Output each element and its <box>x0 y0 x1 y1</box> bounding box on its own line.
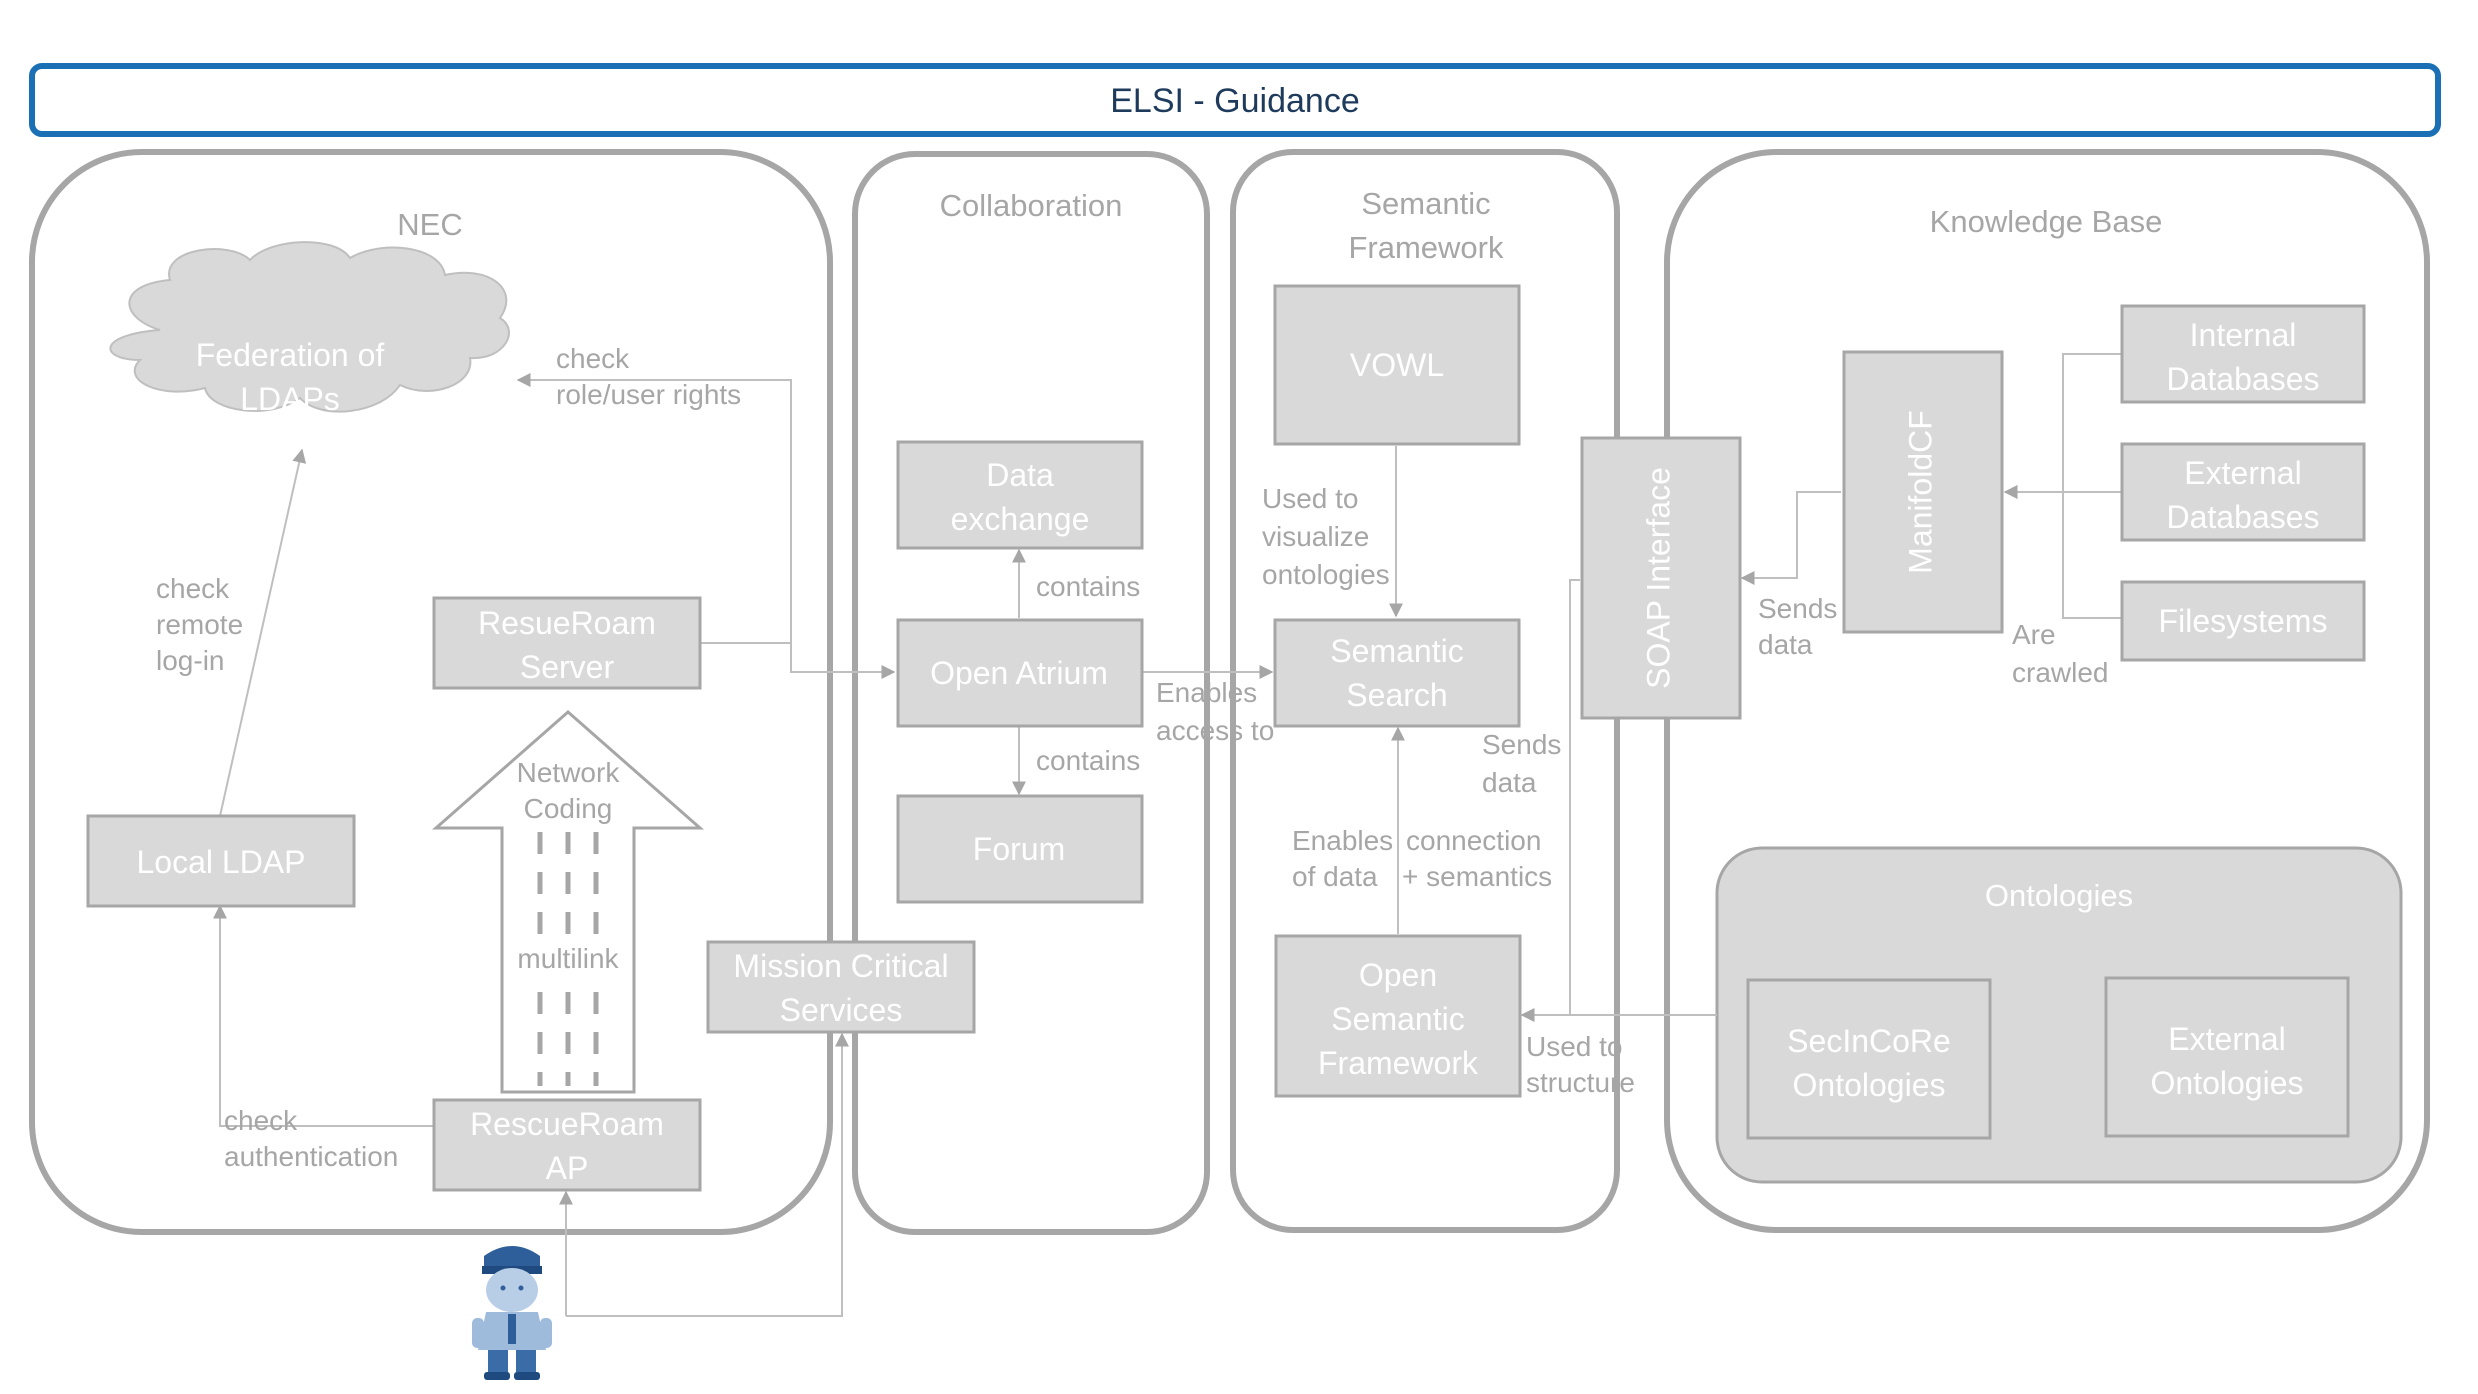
external-databases-node <box>2120 442 2366 542</box>
used-visualize-label-3: ontologies <box>1262 559 1390 590</box>
semantic-search-label-2: Search <box>1346 677 1447 713</box>
contains-label-1: contains <box>1036 571 1140 602</box>
semantic-framework-title-1: Semantic <box>1361 186 1490 221</box>
soap-interface-label: SOAP Interface <box>1640 467 1676 689</box>
sends-data-label-1: Sends <box>1482 729 1561 760</box>
external-ontologies-label-2: Ontologies <box>2151 1065 2304 1101</box>
external-ontologies-label-1: External <box>2168 1021 2285 1057</box>
edge-check-rights <box>516 373 792 672</box>
internal-databases-label-2: Databases <box>2167 361 2320 397</box>
data-exchange-node <box>896 440 1144 550</box>
sends-data-label-2: data <box>1482 767 1537 798</box>
forum-node <box>896 794 1144 904</box>
secincore-ontologies-label-1: SecInCoRe <box>1787 1023 1951 1059</box>
contains-label-2: contains <box>1036 745 1140 776</box>
mission-critical-node <box>706 940 976 1034</box>
network-coding-label-1: Network <box>517 757 621 788</box>
check-remote-label-3: log-in <box>156 645 224 676</box>
federation-label-1: Federation of <box>196 337 385 373</box>
check-remote-label-1: check <box>156 573 230 604</box>
semantic-framework-title-2: Framework <box>1348 230 1504 265</box>
edge-manifoldcf-to-soap <box>1740 491 1841 585</box>
federation-label-2: LDAPs <box>240 381 340 417</box>
are-crawled-label-2: crawled <box>2012 657 2108 688</box>
filesystems-node <box>2120 580 2366 662</box>
network-coding-arrow: Network Coding multilink <box>432 710 704 1094</box>
federation-of-ldaps-node: Federation of LDAPs <box>109 241 510 417</box>
sends-data-2-label-1: Sends <box>1758 593 1837 624</box>
edge-local-ldap-to-federation <box>219 448 307 817</box>
ontologies-title: Ontologies <box>1985 878 2133 913</box>
check-auth-label-1: check <box>224 1105 298 1136</box>
external-ontologies-node <box>2104 976 2350 1138</box>
open-semantic-framework-node <box>1274 934 1522 1098</box>
edge-ap-to-local-ldap <box>213 904 434 1127</box>
osf-label-3: Framework <box>1318 1045 1479 1081</box>
internal-databases-node <box>2120 304 2366 404</box>
rescueroam-ap-label-1: RescueRoam <box>470 1106 664 1142</box>
manifoldcf-label: ManifoldCF <box>1902 410 1938 574</box>
nec-group <box>29 149 833 1235</box>
used-structure-label-2: structure <box>1526 1067 1635 1098</box>
rescueroam-server-node <box>432 596 702 690</box>
rescueroam-ap-node <box>432 1098 702 1192</box>
check-auth-label-2: authentication <box>224 1141 398 1172</box>
external-databases-label-2: Databases <box>2167 499 2320 535</box>
rescueroam-server-label-2: Server <box>520 649 615 685</box>
check-remote-label-2: remote <box>156 609 243 640</box>
local-ldap-label: Local LDAP <box>137 844 306 880</box>
vowl-label: VOWL <box>1350 347 1444 383</box>
cloud-shape <box>109 241 510 413</box>
open-atrium-node <box>896 618 1144 728</box>
forum-label: Forum <box>973 831 1065 867</box>
mission-critical-label-2: Services <box>780 992 903 1028</box>
soap-interface-node <box>1580 436 1742 720</box>
knowledge-base-title: Knowledge Base <box>1930 204 2163 239</box>
enables-connection-left-1: Enables <box>1292 825 1393 856</box>
enables-access-label-2: access to <box>1156 715 1274 746</box>
enables-connection-left-2: of data <box>1292 861 1378 892</box>
mission-critical-label-1: Mission Critical <box>733 948 948 984</box>
osf-label-2: Semantic <box>1331 1001 1464 1037</box>
edge-soap-to-osf <box>1569 579 1580 1015</box>
secincore-ontologies-label-2: Ontologies <box>1793 1067 1946 1103</box>
open-atrium-label: Open Atrium <box>930 655 1108 691</box>
used-visualize-label-2: visualize <box>1262 521 1369 552</box>
sends-data-2-label-2: data <box>1758 629 1813 660</box>
data-exchange-label-2: exchange <box>951 501 1090 537</box>
check-rights-label-1: check <box>556 343 630 374</box>
filesystems-label: Filesystems <box>2159 603 2328 639</box>
secincore-ontologies-node <box>1746 978 1992 1140</box>
semantic-search-label-1: Semantic <box>1330 633 1463 669</box>
nec-title: NEC <box>397 207 462 242</box>
are-crawled-label-1: Are <box>2012 619 2056 650</box>
data-exchange-label-1: Data <box>986 457 1054 493</box>
used-visualize-label-1: Used to <box>1262 483 1359 514</box>
first-responder-icon <box>472 1246 552 1380</box>
enables-connection-right-2: + semantics <box>1402 861 1552 892</box>
edge-sources-to-manifoldcf <box>2062 353 2122 619</box>
vowl-node <box>1273 284 1521 446</box>
local-ldap-node <box>86 814 356 908</box>
enables-access-label-1: Enables <box>1156 677 1257 708</box>
internal-databases-label-1: Internal <box>2190 317 2297 353</box>
enables-connection-right-1: connection <box>1406 825 1541 856</box>
network-coding-label-2: Coding <box>524 793 613 824</box>
collaboration-title: Collaboration <box>940 188 1123 223</box>
check-rights-label-2: role/user rights <box>556 379 741 410</box>
external-databases-label-1: External <box>2184 455 2301 491</box>
used-structure-label-1: Used to <box>1526 1031 1623 1062</box>
collaboration-group <box>852 151 1210 1235</box>
rescueroam-ap-label-2: AP <box>546 1150 589 1186</box>
osf-label-1: Open <box>1359 957 1437 993</box>
edge-user-to-mission-critical <box>566 1032 849 1317</box>
multilink-label: multilink <box>517 943 619 974</box>
elsi-guidance-banner: ELSI - Guidance <box>29 63 2441 137</box>
edge-server-to-open-atrium <box>701 642 896 679</box>
banner-label: ELSI - Guidance <box>1110 82 1359 120</box>
manifoldcf-node <box>1842 350 2004 634</box>
rescueroam-server-label-1: ResueRoam <box>478 605 656 641</box>
semantic-search-node <box>1273 618 1521 728</box>
